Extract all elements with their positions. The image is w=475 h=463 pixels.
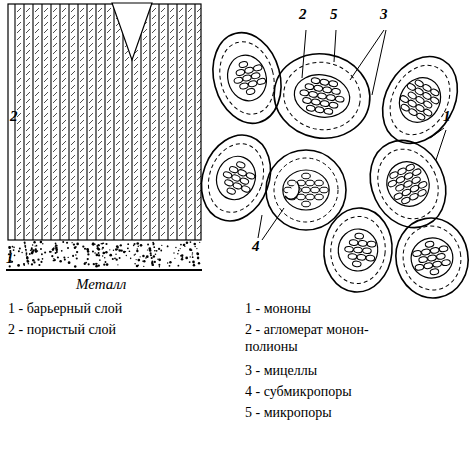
- layer-number: 2: [10, 108, 18, 125]
- key-text: 4 - субмикропоры: [245, 383, 352, 400]
- metal-label: Металл: [76, 276, 126, 293]
- barrier-layer: [8, 241, 200, 268]
- layer-number: 1: [6, 250, 14, 267]
- callout-number: 2: [299, 6, 307, 23]
- key-text: 5 - микропоры: [245, 404, 332, 421]
- callout-number: 3: [380, 6, 388, 23]
- callout-number: 5: [330, 6, 338, 23]
- submicropore: [285, 182, 299, 199]
- callout-number: 1: [443, 108, 451, 125]
- micelle-cluster: [190, 25, 474, 304]
- metal-surface: [6, 269, 202, 271]
- porous-layer: [8, 3, 201, 240]
- key-text: 2 - агломерат монон- полионы: [245, 321, 395, 355]
- key-text: 1 - барьерный слой: [8, 300, 122, 317]
- key-text: 2 - пористый слой: [8, 321, 116, 338]
- key-text: 3 - мицеллы: [245, 362, 317, 379]
- callout-number: 4: [252, 238, 260, 255]
- key-text: 1 - мононы: [245, 300, 311, 317]
- leader-lines: [258, 30, 446, 240]
